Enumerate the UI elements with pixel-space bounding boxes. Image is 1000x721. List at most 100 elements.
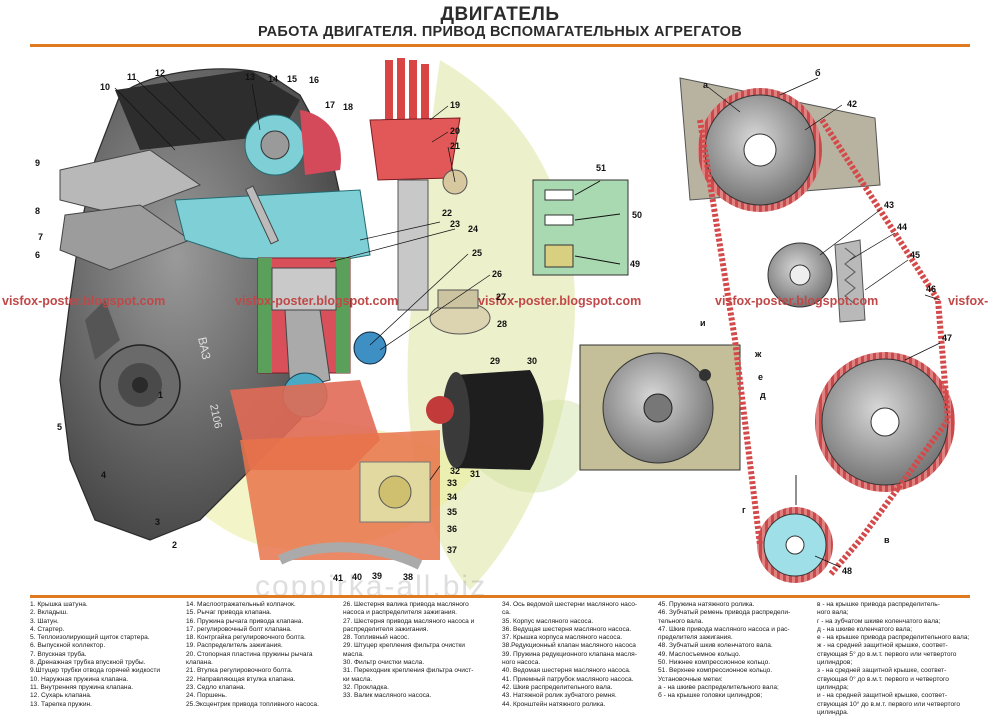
callout-31: 31 (470, 469, 480, 479)
callout-32: 32 (450, 466, 460, 476)
legend-entry: тельного вала. (658, 617, 704, 625)
watermark-blog-far-right: visfox- (948, 294, 988, 308)
oil-pump (277, 461, 431, 570)
callout-8: 8 (35, 206, 40, 216)
legend-entry: насоса и распределителя зажигания. (343, 609, 457, 617)
legend-entry: 18. Контргайка регулировочного болта. (186, 634, 306, 642)
callout-b: б (815, 68, 821, 78)
callout-i: и (700, 318, 706, 328)
callout-5: 5 (57, 422, 62, 432)
callout-7: 7 (38, 232, 43, 242)
crank-pulley-inset (579, 344, 741, 471)
legend-entry: в - на крышке привода распределитель- (817, 601, 940, 608)
callout-44: 44 (897, 222, 907, 232)
callout-9: 9 (35, 158, 40, 168)
legend-entry: 1. Крышка шатуна. (30, 601, 88, 608)
legend-entry: 47. Шкив привода масляного насоса и рас- (658, 625, 790, 633)
callout-a: а (703, 80, 709, 90)
legend-entry: 39. Пружина редукционного клапана масля- (502, 650, 637, 658)
poster-title: ДВИГАТЕЛЬ (440, 4, 560, 25)
callout-14: 14 (268, 74, 278, 84)
legend-column-2: 14. Маслоотражательный колпачок.15. Рыча… (186, 601, 341, 709)
callout-29: 29 (490, 356, 500, 366)
oil-filter (426, 370, 544, 470)
legend-entry: 22. Направляющая втулка клапана. (186, 675, 296, 683)
callout-20: 20 (450, 126, 460, 136)
top-divider (30, 44, 970, 47)
legend-entry: масла. (343, 650, 364, 658)
legend-entry: ствующая 10° до в.м.т. первого или четве… (817, 700, 961, 708)
callout-46: 46 (926, 284, 936, 294)
callout-26: 26 (492, 269, 502, 279)
legend-column-5: 45. Пружина натяжного ролика.46. Зубчаты… (658, 601, 816, 701)
callout-43: 43 (884, 200, 894, 210)
callout-41: 41 (333, 573, 343, 583)
legend-entry: пределителя зажигания. (658, 634, 733, 642)
callout-15: 15 (287, 74, 297, 84)
callout-36: 36 (447, 524, 457, 534)
legend-entry: 30. Фильтр очистки масла. (343, 659, 425, 667)
callout-30: 30 (527, 356, 537, 366)
callout-16: 16 (309, 75, 319, 85)
callout-17: 17 (325, 100, 335, 110)
legend-entry: са. (502, 609, 511, 617)
watermark-bottom: coppirka-all.biz (255, 570, 487, 595)
legend-entry: 41. Приемный патрубок масляного насоса. (502, 675, 634, 683)
engine-mark-code: 2106 (207, 403, 224, 429)
legend-column-4: 34. Ось ведомой шестерни масляного насо-… (502, 601, 657, 709)
legend-entry: б - на крышке головки цилиндров; (658, 692, 763, 700)
legend-entry: 23. Седло клапана. (186, 683, 246, 691)
callout-6: 6 (35, 250, 40, 260)
callout-51: 51 (596, 163, 606, 173)
callout-38: 38 (403, 572, 413, 582)
legend-entry: 44. Кронштейн натяжного ролика. (502, 700, 606, 708)
legend-entry: распределителя зажигания. (343, 625, 429, 633)
callout-47: 47 (942, 333, 952, 343)
legend-entry: 38.Редукционный клапан масляного насоса (502, 642, 636, 650)
legend-entry: 46. Зубчатый ремень привода распредели- (658, 609, 791, 617)
callout-18: 18 (343, 102, 353, 112)
callout-37: 37 (447, 545, 457, 555)
legend-entry: ки масла. (343, 675, 373, 683)
legend-entry: 21. Втулка регулировочного болта. (186, 667, 293, 675)
legend-entry: 15. Рычаг привода клапана. (186, 609, 272, 617)
legend-entry: 31. Переходник крепления фильтра очист- (343, 667, 474, 675)
legend-entry: 36. Ведущая шестерня масляного насоса. (502, 625, 632, 633)
legend-entry: 48. Зубчатый шкив коленчатого вала. (658, 642, 773, 650)
callout-42: 42 (847, 99, 857, 109)
legend-entry: ствующая 0° до в.м.т. первого и четверто… (817, 675, 949, 683)
watermark-blog-mid: visfox-poster.blogspot.com (235, 294, 398, 308)
callout-21: 21 (450, 141, 460, 151)
callout-13: 13 (245, 72, 255, 82)
callout-50: 50 (632, 210, 642, 220)
legend-entry: 49. Маслосъемное кольцо. (658, 650, 741, 658)
legend-entry: 27. Шестерня привода масляного насоса и (343, 617, 475, 625)
callout-zh: ж (754, 349, 762, 359)
callout-39: 39 (372, 571, 382, 581)
legend-entry: 28. Топливный насос. (343, 634, 410, 642)
legend-entry: д - на шкиве коленчатого вала; (817, 625, 913, 633)
legend-entry: цилиндра; (817, 683, 849, 691)
legend-entry: 8. Дренажная трубка впускной трубы. (30, 659, 146, 667)
callout-v: в (884, 535, 890, 545)
legend-entry: 34. Ось ведомой шестерни масляного насо- (502, 601, 638, 608)
callout-4: 4 (101, 470, 106, 480)
legend-entry: 50. Нижнее компрессионное кольцо. (658, 659, 771, 667)
callout-35: 35 (447, 507, 457, 517)
legend-entry: 26. Шестерня валика привода масляного (343, 601, 469, 608)
engine-illustration: visfox-poster.blogspot.com visfox-poster… (2, 58, 988, 595)
timing-belt-drive (679, 77, 955, 583)
legend-entry: 40. Ведомая шестерня масляного насоса. (502, 667, 631, 675)
legend-entry: 29. Штуцер крепления фильтра очистки (343, 642, 465, 650)
callout-49: 49 (630, 259, 640, 269)
callout-e: е (758, 372, 763, 382)
watermark-blog-right: visfox-poster.blogspot.com (715, 294, 878, 308)
legend-entry: 24. Поршень. (186, 692, 227, 700)
callout-19: 19 (450, 100, 460, 110)
legend-entry: 16. Пружина рычага привода клапана. (186, 617, 304, 625)
callout-27: 27 (496, 292, 506, 302)
legend-entry: г - на зубчатом шкиве коленчатого вала; (817, 617, 941, 625)
callout-40: 40 (352, 572, 362, 582)
callout-25: 25 (472, 248, 482, 258)
legend-entry: Установочные метки: (658, 675, 723, 683)
